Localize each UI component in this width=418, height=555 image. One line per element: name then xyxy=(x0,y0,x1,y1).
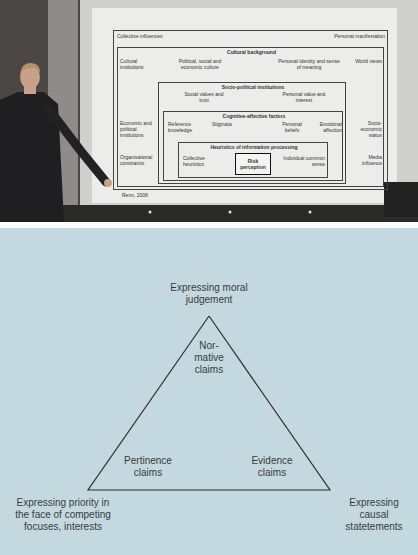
corner-caption: Expressing moral judgement xyxy=(159,282,259,306)
layer-heading: Socio-political institutions xyxy=(159,84,347,90)
heuristics-layer: Risk perception Heuristics of information… xyxy=(178,142,328,178)
light-dot xyxy=(149,211,152,214)
node-text: World views xyxy=(350,58,382,64)
node-text: Personal beliefs xyxy=(276,121,308,133)
photo-gap xyxy=(0,222,418,228)
node-text: Pertinence claims xyxy=(116,455,180,479)
room-wall xyxy=(0,0,418,222)
node-text: Stigmata xyxy=(212,121,252,127)
presenter-hand xyxy=(104,179,112,187)
node-text: Personal identity and sense of meaning xyxy=(278,58,340,70)
slide-background xyxy=(0,228,418,555)
node-text: Collective influences xyxy=(117,33,177,39)
cognitive-layer: Risk perception Heuristics of information… xyxy=(163,111,343,181)
light-dot xyxy=(309,211,312,214)
node-text: Media influence xyxy=(348,154,382,166)
node-text: Individual common sense xyxy=(283,155,325,167)
presenter-arm xyxy=(48,108,106,182)
node-text: Social values and trust xyxy=(179,91,229,103)
node-text: Risk perception xyxy=(236,158,270,170)
node-text: Nor- mative claims xyxy=(184,340,234,376)
corner-caption: Expressing causal statetements xyxy=(334,497,414,533)
layer-heading: Cultural background xyxy=(118,49,385,55)
light-dot xyxy=(229,211,232,214)
projected-slide xyxy=(92,8,397,203)
model-frame: Risk perception Heuristics of information… xyxy=(113,30,388,190)
node-text: Economic and political institutions xyxy=(120,120,156,138)
node-text: Organisational constraints xyxy=(120,154,156,166)
layer-heading: Cognitive-affective factors xyxy=(164,113,344,119)
node-text: Personal manifestation xyxy=(319,33,385,39)
node-text: Socio-economic status xyxy=(348,120,382,138)
citation: Renn, 2008 xyxy=(122,192,182,198)
node-text: Reference knowledge xyxy=(168,121,208,133)
lectern xyxy=(384,182,418,217)
claims-triangle: Nor- mative claimsPertinence claims Evide… xyxy=(86,314,332,492)
node-text: Evidence claims xyxy=(242,455,302,479)
layer-heading: Heuristics of information processing xyxy=(179,144,329,150)
cultural-layer: Risk perception Heuristics of information… xyxy=(117,47,384,187)
node-text: Collective heuristics xyxy=(183,155,223,167)
corner-caption: Expressing priority in the face of compe… xyxy=(12,497,114,533)
projection-screen xyxy=(80,0,418,215)
sociopolitical-layer: Risk perception Heuristics of information… xyxy=(158,82,346,184)
node-text: Cultural institutions xyxy=(120,58,158,70)
node-text: Emotional affection xyxy=(310,121,342,133)
node-text: Personal value and interest xyxy=(279,91,329,103)
node-text: Political, social and economic culture xyxy=(170,58,230,70)
risk-perception-box: Risk perception xyxy=(235,153,271,175)
triangle-edge xyxy=(88,316,330,490)
presenter-hair xyxy=(20,63,40,74)
